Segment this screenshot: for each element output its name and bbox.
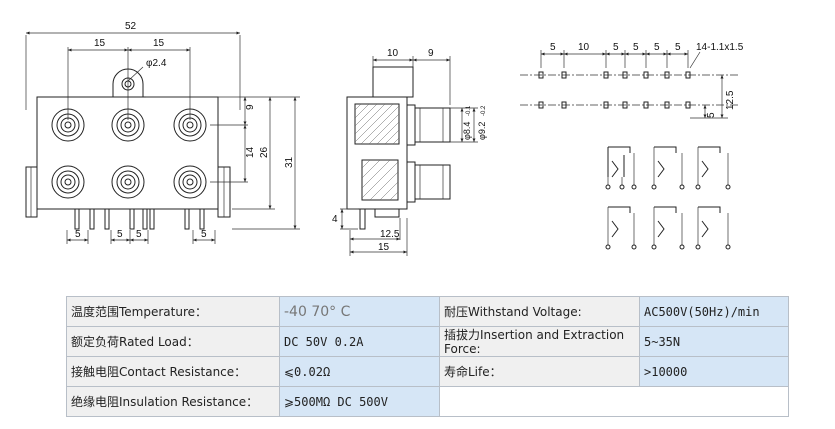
technical-drawing: 52 15 15 φ2.4 <box>25 21 744 256</box>
voltage-label: 耐压Withstand Voltage: <box>439 296 640 327</box>
pcb-holes-row-2 <box>538 101 691 109</box>
dim-pin-3: 5 <box>136 229 142 240</box>
insulation-label: 绝缘电阻Insulation Resistance： <box>66 386 280 417</box>
pcb-holes-row-1 <box>538 71 691 79</box>
jack-row-top <box>51 108 207 142</box>
dim-pin-2: 5 <box>117 229 123 240</box>
switch-symbols <box>605 146 731 250</box>
spec-row: 接触电阻Contact Resistance： ⩽0.02Ω 寿命Life： >… <box>66 356 789 387</box>
dim-top-9: 9 <box>428 48 434 59</box>
dim-pcb-right-12-5: 12.5 <box>725 90 736 110</box>
spec-row: 绝缘电阻Insulation Resistance： ⩾500MΩ DC 500… <box>66 386 789 417</box>
force-label: 插拔力Insertion and Extraction Force: <box>439 326 640 357</box>
dim-pcb-pitch-5: 5 <box>654 42 660 53</box>
dim-pcb-pitch-2: 10 <box>578 42 590 53</box>
dim-bottom-12-5: 12.5 <box>380 229 400 240</box>
force-label-line-1: 插拔力Insertion and Extraction <box>444 327 625 342</box>
spec-table: 温度范围Temperature： -40 70° C 耐压Withstand V… <box>66 296 789 417</box>
dim-right-9: 9 <box>245 104 256 110</box>
dim-dia-outer: φ9.2 <box>477 122 487 140</box>
force-value: 5~35N <box>639 326 789 357</box>
front-view: 52 15 15 φ2.4 <box>25 21 300 244</box>
dim-dia-inner: φ8.4 <box>462 122 472 140</box>
dim-dia-outer-sub: -0.2 <box>481 105 487 116</box>
dim-pin-1: 5 <box>75 229 81 240</box>
dim-top-10: 10 <box>387 48 399 59</box>
dim-dia-inner-sub: -0.1 <box>466 105 472 116</box>
empty-cell <box>439 386 789 417</box>
jack-row-bottom <box>51 165 207 199</box>
pcb-layout: 5 10 5 5 5 5 14-1.1x1.5 <box>520 42 744 250</box>
insulation-value: ⩾500MΩ DC 500V <box>279 386 440 417</box>
dim-pcb-pitch-3: 5 <box>613 42 619 53</box>
load-label: 额定负荷Rated Load： <box>66 326 280 357</box>
contact-label: 接触电阻Contact Resistance： <box>66 356 280 387</box>
dim-pcb-holes: 14-1.1x1.5 <box>696 42 744 53</box>
front-pins <box>74 208 205 230</box>
dim-left-4: 4 <box>332 214 338 225</box>
dim-pin-4: 5 <box>201 229 207 240</box>
voltage-value: AC500V(50Hz)/min <box>639 296 789 327</box>
spec-row: 额定负荷Rated Load： DC 50V 0.2A 插拔力Insertion… <box>66 326 789 357</box>
dim-pitch-top-2: 15 <box>153 38 165 49</box>
life-label: 寿命Life： <box>439 356 640 387</box>
force-label-line-2: Force: <box>444 341 481 356</box>
side-view: 10 9 <box>332 48 487 256</box>
load-value: DC 50V 0.2A <box>279 326 440 357</box>
dim-pcb-right-5: 5 <box>706 112 717 118</box>
dim-right-26: 26 <box>259 146 270 158</box>
temperature-value: -40 70° C <box>279 296 440 327</box>
dim-overall-width: 52 <box>125 21 137 32</box>
dim-pcb-pitch-6: 5 <box>675 42 681 53</box>
dim-pitch-top: 15 <box>94 38 106 49</box>
dim-hole: φ2.4 <box>146 58 167 69</box>
dim-bottom-15: 15 <box>378 242 390 253</box>
temperature-label: 温度范围Temperature： <box>66 296 280 327</box>
dim-pcb-pitch-4: 5 <box>633 42 639 53</box>
dim-right-31: 31 <box>284 156 295 168</box>
dim-right-14: 14 <box>245 146 256 158</box>
contact-value: ⩽0.02Ω <box>279 356 440 387</box>
life-value: >10000 <box>639 356 789 387</box>
dim-pcb-pitch-1: 5 <box>550 42 556 53</box>
spec-row: 温度范围Temperature： -40 70° C 耐压Withstand V… <box>66 296 789 327</box>
